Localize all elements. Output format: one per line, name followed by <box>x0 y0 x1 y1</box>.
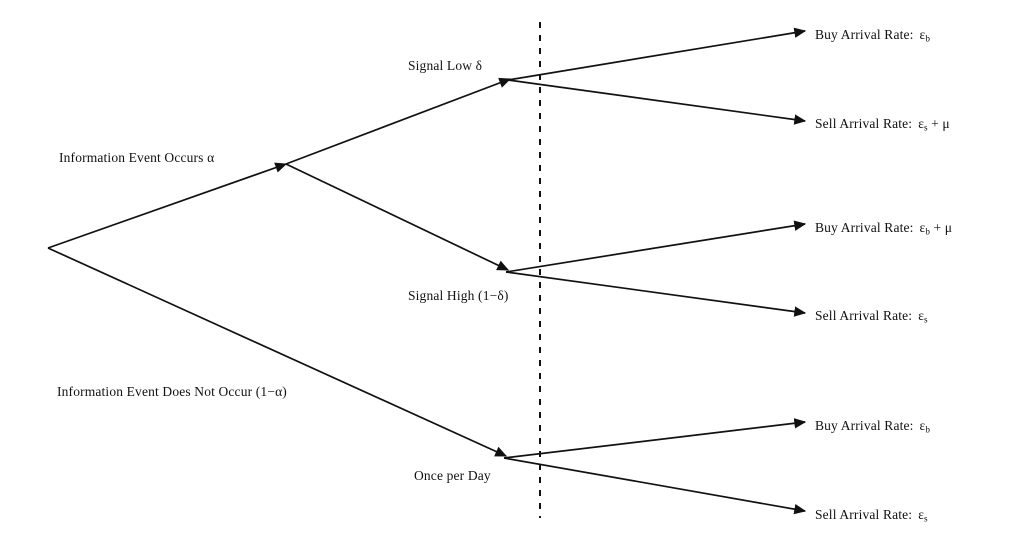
leaf-prefix: Sell Arrival Rate: <box>815 507 913 522</box>
leaf-label-low-sell: Sell Arrival Rate: εs + μ <box>815 116 950 133</box>
leaf-rate-symbol: εs <box>918 507 928 524</box>
leaf-label-noevent-buy: Buy Arrival Rate: εb <box>815 418 930 435</box>
edge-signal-high-to-buy-rate <box>505 220 807 273</box>
leaf-prefix: Buy Arrival Rate: <box>815 220 914 235</box>
leaf-rate-symbol: εb + μ <box>919 220 953 237</box>
edge-root-to-once-per-day <box>47 247 508 457</box>
leaf-label-noevent-sell: Sell Arrival Rate: εs <box>815 507 928 524</box>
leaf-rate-symbol: εs <box>918 308 928 325</box>
edge-information-event-to-signal-low <box>285 77 512 165</box>
node-label-once-per-day: Once per Day <box>414 468 491 483</box>
branch-label-information-event-occurs: Information Event Occurs α <box>59 150 215 165</box>
leaf-label-high-buy: Buy Arrival Rate: εb + μ <box>815 220 952 237</box>
edge-signal-low-to-sell-rate <box>507 79 807 125</box>
leaf-prefix: Sell Arrival Rate: <box>815 308 913 323</box>
edge-root-to-information-event <box>47 162 288 249</box>
edge-information-event-to-signal-high <box>285 163 510 271</box>
leaf-rate-symbol: εb <box>919 418 930 435</box>
branch-label-information-event-does-not-occur: Information Event Does Not Occur (1−α) <box>57 384 287 399</box>
edge-signal-high-to-sell-rate <box>505 271 807 317</box>
leaf-label-high-sell: Sell Arrival Rate: εs <box>815 308 928 325</box>
leaf-label-low-buy: Buy Arrival Rate: εb <box>815 27 930 44</box>
leaf-rate-symbol: εb <box>919 27 930 44</box>
leaf-prefix: Buy Arrival Rate: <box>815 418 914 433</box>
leaf-rate-symbol: εs + μ <box>918 116 950 133</box>
node-label-signal-low: Signal Low δ <box>408 58 483 73</box>
node-label-signal-high: Signal High (1−δ) <box>408 288 509 303</box>
edge-signal-low-to-buy-rate <box>507 27 807 81</box>
edge-once-per-day-to-sell-rate <box>503 457 807 515</box>
leaf-prefix: Buy Arrival Rate: <box>815 27 914 42</box>
leaf-prefix: Sell Arrival Rate: <box>815 116 913 131</box>
edge-once-per-day-to-buy-rate <box>503 418 807 459</box>
